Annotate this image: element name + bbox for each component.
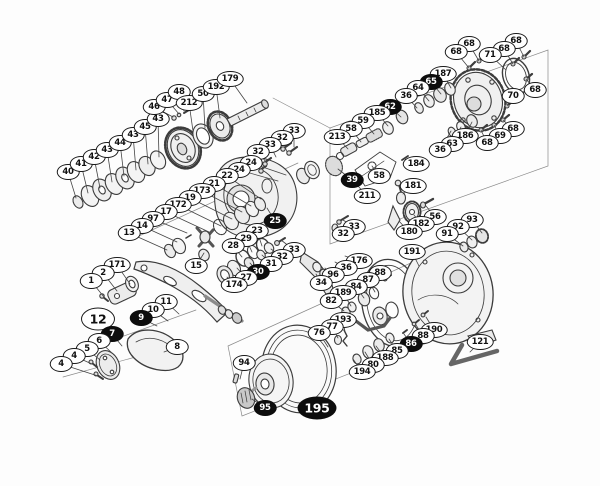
part-callout-179: 179 bbox=[216, 71, 244, 87]
spool-shaft-art bbox=[163, 196, 286, 285]
part-callout-32: 32 bbox=[331, 226, 355, 242]
part-callout-71: 71 bbox=[478, 47, 502, 63]
part-callout-211: 211 bbox=[353, 188, 381, 204]
part-callout-194: 194 bbox=[348, 364, 376, 380]
part-callout-174: 174 bbox=[220, 277, 248, 293]
part-callout-36: 36 bbox=[394, 88, 418, 104]
part-callout-184: 184 bbox=[402, 156, 430, 172]
part-callout-9: 9 bbox=[129, 310, 153, 326]
part-callout-68: 68 bbox=[523, 82, 547, 98]
part-callout-58: 58 bbox=[367, 168, 391, 184]
hex-wrench-art bbox=[448, 342, 500, 367]
part-callout-68: 68 bbox=[444, 44, 468, 60]
part-callout-1: 1 bbox=[79, 273, 103, 289]
part-callout-39: 39 bbox=[340, 172, 364, 188]
part-callout-68: 68 bbox=[475, 135, 499, 151]
part-callout-213: 213 bbox=[323, 129, 351, 145]
part-callout-28: 28 bbox=[221, 238, 245, 254]
handle-assembly-art bbox=[88, 260, 244, 380]
part-callout-180: 180 bbox=[395, 224, 423, 240]
side-plate-art bbox=[299, 228, 497, 365]
part-callout-36: 36 bbox=[428, 142, 452, 158]
part-callout-195: 195 bbox=[297, 396, 337, 420]
part-callout-13: 13 bbox=[117, 225, 141, 241]
part-callout-76: 76 bbox=[307, 325, 331, 341]
part-callout-8: 8 bbox=[165, 339, 189, 355]
part-callout-25: 25 bbox=[263, 213, 287, 229]
part-callout-15: 15 bbox=[184, 258, 208, 274]
part-callout-191: 191 bbox=[398, 244, 426, 260]
part-callout-70: 70 bbox=[501, 88, 525, 104]
part-callout-4: 4 bbox=[49, 356, 73, 372]
part-callout-91: 91 bbox=[435, 226, 459, 242]
part-callout-94: 94 bbox=[232, 355, 256, 371]
part-callout-12: 12 bbox=[81, 307, 115, 331]
drag-stack-art bbox=[72, 99, 269, 209]
part-callout-121: 121 bbox=[466, 334, 494, 350]
part-callout-95: 95 bbox=[253, 400, 277, 416]
part-callout-181: 181 bbox=[399, 178, 427, 194]
part-callout-82: 82 bbox=[319, 293, 343, 309]
part-callout-34: 34 bbox=[309, 275, 333, 291]
